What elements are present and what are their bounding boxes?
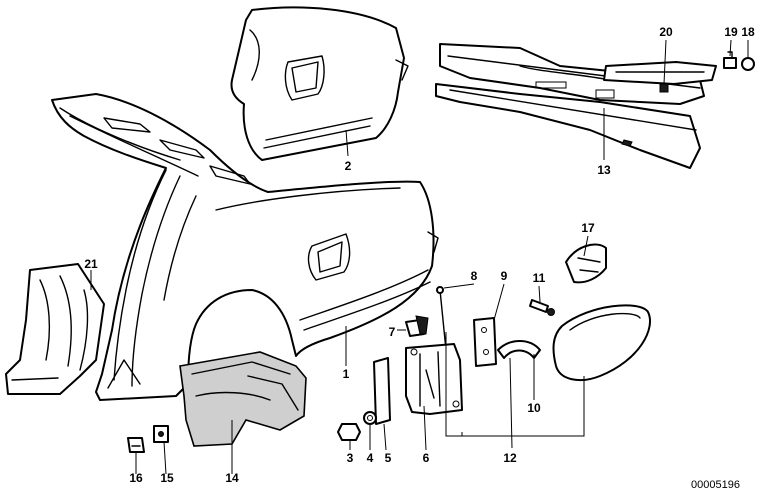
leader-20 [663,39,667,85]
callout-18: 18 [741,25,755,39]
leader-12b [509,357,513,449]
callout-11: 11 [533,271,546,285]
part-21-inner-panel [5,263,105,395]
part-9-bracket [473,317,497,367]
callout-15: 15 [160,471,174,485]
callout-3: 3 [347,451,354,465]
leader-2 [345,129,349,157]
callout-7: 7 [389,325,396,339]
part-18-nut [741,57,755,71]
part-1-quarter-panel [51,93,439,401]
part-6-hinge [405,343,463,415]
part-16-screw [127,437,145,453]
callout-5: 5 [385,451,392,465]
leader-lines [90,39,749,475]
leader-11 [538,285,541,303]
callout-4: 4 [367,451,374,465]
callout-2: 2 [345,159,352,173]
part-20-strip [603,61,717,93]
callout-12: 12 [503,451,517,465]
part-11-screw [529,299,555,316]
part-2-side-panel [230,6,409,161]
callout-13: 13 [597,163,611,177]
part-10-filler-flap [552,304,651,382]
callout-16: 16 [129,471,143,485]
part-8-rod [436,286,447,351]
leader-5 [383,423,387,451]
part-15-clip [153,425,169,443]
callout-9: 9 [501,269,508,283]
callout-20: 20 [659,25,673,39]
part-4-washer [363,411,377,425]
leader-12 [445,332,585,437]
callout-labels: 1 2 3 4 5 6 7 8 9 10 11 12 13 14 15 16 1… [84,25,755,485]
callout-19: 19 [724,25,738,39]
part-7-clip [405,315,429,337]
leader-6 [423,405,427,451]
callout-6: 6 [423,451,430,465]
part-19-bolt [723,51,737,69]
leader-17 [583,235,589,257]
leader-19 [729,39,732,57]
leader-8 [443,283,475,289]
drawing-number: 00005196 [691,479,740,491]
callout-8: 8 [471,269,478,283]
callout-14: 14 [225,471,239,485]
part-3-nut [337,423,361,441]
callout-1: 1 [343,367,350,381]
callout-10: 10 [527,401,541,415]
part-14-wheel-liner [179,351,307,447]
callout-21: 21 [84,257,98,271]
leader-9 [493,283,505,321]
part-17-shell [565,243,607,284]
leader-15 [163,441,167,475]
callout-17: 17 [581,221,595,235]
part-5-strap [373,357,391,425]
